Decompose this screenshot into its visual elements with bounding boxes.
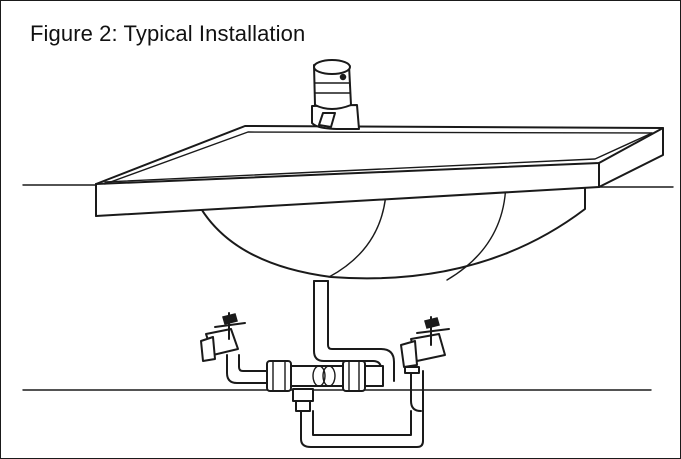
reference-lines (22, 184, 674, 391)
angle-stop-valve-left (200, 312, 270, 384)
return-pipe (300, 370, 424, 448)
faucet (311, 59, 360, 130)
angle-stop-valve-right (400, 316, 450, 374)
figure-caption: Figure 2: Typical Installation (30, 21, 306, 46)
countertop (95, 125, 664, 217)
mixing-valve (266, 360, 384, 412)
